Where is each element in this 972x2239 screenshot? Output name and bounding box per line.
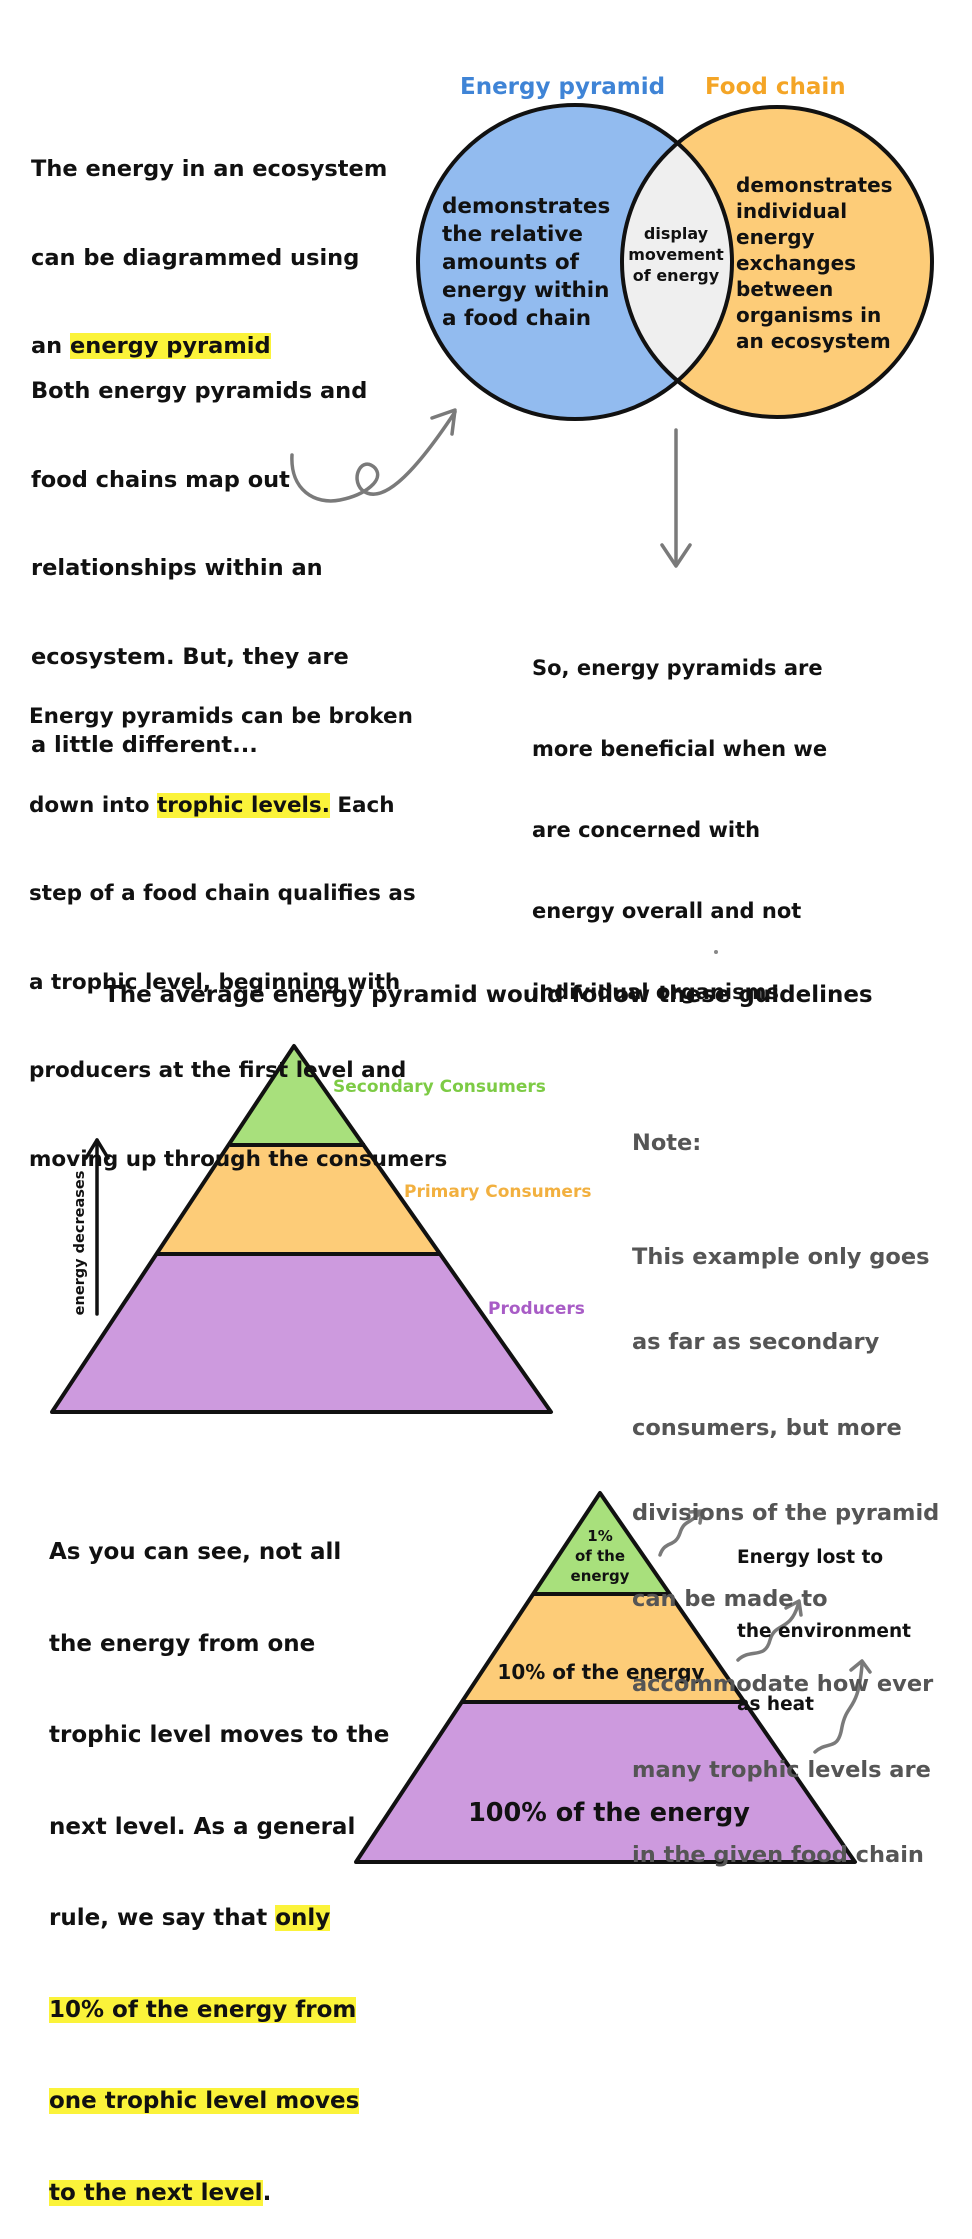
curly-arrow-icon <box>290 408 457 503</box>
note-heading: Note: <box>632 1130 702 1156</box>
up-arrow-icon <box>84 1138 110 1316</box>
note-block: Note: This example only goes as far as s… <box>632 1130 940 1868</box>
pyramid2-level-bottom <box>356 1702 855 1862</box>
venn-middle-text: display movement of energy <box>628 224 724 285</box>
svg-text:amounts of: amounts of <box>442 250 580 275</box>
pyramid1-label-primary: Primary Consumers <box>404 1182 591 1202</box>
pyramid1-level-producers <box>52 1254 551 1412</box>
highlight-trophic-levels: trophic levels. <box>157 792 330 818</box>
svg-text:individual: individual <box>736 199 847 223</box>
heat-squiggle-icon <box>658 1509 704 1557</box>
venn-right-text: demonstrates individual energy exchanges… <box>736 173 893 353</box>
pyramid1-label-secondary: Secondary Consumers <box>333 1077 546 1097</box>
svg-text:exchanges: exchanges <box>736 251 856 275</box>
heat-loss-label: Energy lost to the environment as heat <box>737 1547 911 1715</box>
svg-text:an ecosystem: an ecosystem <box>736 329 891 353</box>
svg-text:organisms in: organisms in <box>736 303 881 327</box>
svg-text:the relative: the relative <box>442 222 583 247</box>
svg-text:demonstrates: demonstrates <box>736 173 893 197</box>
rule-text: As you can see, not all the energy from … <box>49 1539 390 2206</box>
pyramid2-level-top <box>534 1493 668 1594</box>
pyramid2-level-middle <box>462 1594 744 1702</box>
svg-text:1%: 1% <box>587 1527 612 1545</box>
svg-text:between: between <box>736 277 833 301</box>
heat-squiggle-icon <box>736 1599 803 1662</box>
venn-left-title: Energy pyramid <box>460 74 665 100</box>
highlight-energy-pyramid: energy pyramid <box>70 333 271 359</box>
svg-text:a food chain: a food chain <box>442 306 591 331</box>
svg-text:energy: energy <box>571 1567 630 1585</box>
svg-text:energy within: energy within <box>442 278 609 303</box>
conclusion-text: So, energy pyramids are more beneficial … <box>532 656 828 1004</box>
pyramid1-level-secondary <box>230 1046 365 1145</box>
intro-text: The energy in an ecosystem can be diagra… <box>31 156 388 359</box>
heat-squiggle-icon <box>813 1659 872 1754</box>
graphics-layer: Energy pyramid Food chain demonstrates t… <box>50 74 934 1864</box>
down-arrow-icon <box>660 428 692 568</box>
svg-text:demonstrates: demonstrates <box>442 194 610 219</box>
venn-left-text: demonstrates the relative amounts of ene… <box>442 194 610 331</box>
pyramid-ten-percent <box>354 1491 857 1864</box>
trophic-text: Energy pyramids can be broken down into … <box>29 704 448 1172</box>
energy-decreases-label: energy decreases <box>72 1171 88 1316</box>
svg-text:energy: energy <box>736 225 815 249</box>
pyramid1-label-producers: Producers <box>488 1299 585 1319</box>
svg-text:movement: movement <box>628 245 724 264</box>
svg-text:display: display <box>644 224 709 243</box>
venn-overlap <box>622 107 732 417</box>
pyramid2-top-label: 1% of the energy <box>571 1527 630 1585</box>
venn-diagram <box>416 103 934 421</box>
pyramid2-middle-label: 10% of the energy <box>497 1660 704 1684</box>
pyramid-guidelines <box>50 1044 553 1414</box>
svg-text:of energy: of energy <box>633 266 720 285</box>
pyramid-title: The average energy pyramid would follow … <box>104 982 873 1008</box>
pyramid2-bottom-label: 100% of the energy <box>468 1798 750 1828</box>
pyramid1-level-primary <box>156 1145 440 1254</box>
compare-text: Both energy pyramids and food chains map… <box>31 378 368 758</box>
venn-right-title: Food chain <box>705 74 846 100</box>
svg-text:of the: of the <box>575 1547 625 1565</box>
